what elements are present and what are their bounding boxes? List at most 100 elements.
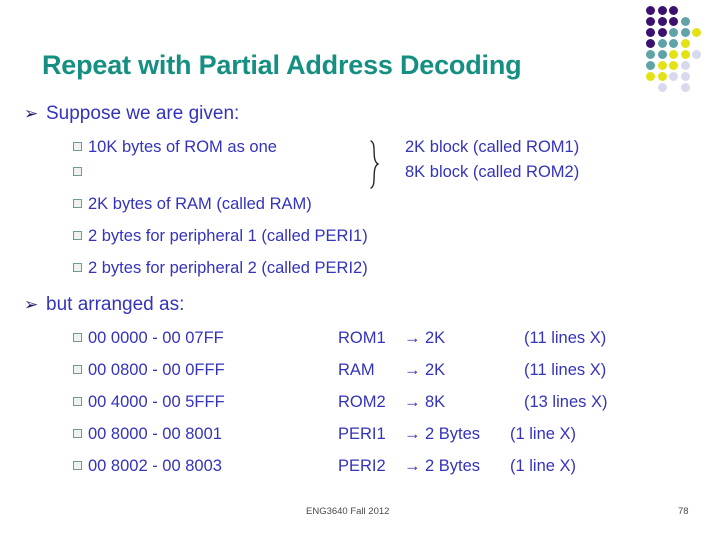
square-bullet-icon	[73, 365, 82, 374]
device-name: ROM1	[338, 329, 386, 347]
arrow-icon: →	[404, 393, 421, 411]
decorative-dot	[646, 72, 655, 81]
decorative-dot	[657, 72, 667, 81]
decorative-dot	[680, 72, 690, 81]
decorative-dot	[669, 6, 679, 15]
square-bullet-icon	[73, 199, 82, 208]
decorative-dot	[646, 17, 655, 26]
decorative-dot	[669, 50, 679, 59]
decorative-dot	[646, 61, 655, 70]
decorative-dot	[657, 61, 667, 70]
list-item-label: 2K bytes of RAM (called RAM)	[88, 195, 312, 213]
decorative-dot	[669, 39, 679, 48]
spacer	[0, 415, 720, 422]
decorative-dot	[646, 39, 655, 48]
decorative-dot	[680, 83, 690, 92]
decorative-dot-grid	[646, 6, 710, 92]
decorative-dot	[657, 39, 667, 48]
spacer	[0, 185, 720, 192]
footer-page-number: 78	[678, 506, 689, 517]
square-bullet-icon	[73, 333, 82, 342]
decorative-dot	[669, 17, 679, 26]
decorative-dot	[657, 6, 667, 15]
square-bullet-icon	[73, 167, 82, 176]
decorative-dot	[680, 50, 690, 59]
device-size: 2K	[425, 361, 446, 379]
address-range: 00 8002 - 00 8003	[88, 457, 222, 475]
footer-course-label: ENG3640 Fall 2012	[306, 506, 390, 517]
device-name: PERI2	[338, 457, 386, 475]
address-lines-note: (11 lines X)	[524, 329, 607, 347]
device-size: 2 Bytes	[425, 457, 481, 475]
address-range: 00 4000 - 00 5FFF	[88, 393, 225, 411]
decorative-dot	[669, 72, 679, 81]
decorative-dot	[646, 6, 655, 15]
page-title: Repeat with Partial Address Decoding	[42, 50, 522, 80]
decorative-dot	[657, 28, 667, 37]
spacer	[0, 281, 720, 291]
rom-row-right: 2K block (called ROM1)	[405, 138, 580, 156]
decorative-dot	[680, 28, 690, 37]
list-item: 2 bytes for peripheral 1 (called PERI1)	[0, 224, 720, 249]
list-item: 2K bytes of RAM (called RAM)	[0, 192, 720, 217]
decorative-dot	[692, 28, 702, 37]
list-item: 2 bytes for peripheral 2 (called PERI2)	[0, 256, 720, 281]
table-row: 00 0800 - 00 0FFF RAM → 2K (11 lines X)	[0, 358, 720, 383]
spacer	[0, 217, 720, 224]
address-lines-note: (11 lines X)	[524, 361, 607, 379]
device-name: RAM	[338, 361, 375, 379]
decorative-dot	[657, 17, 667, 26]
arrow-bullet-icon: ➢	[24, 104, 39, 123]
decorative-dot	[669, 28, 679, 37]
address-lines-note: (1 line X)	[510, 425, 577, 443]
address-range: 00 8000 - 00 8001	[88, 425, 222, 443]
square-bullet-icon	[73, 429, 82, 438]
bullet-given-heading-label: Suppose we are given:	[46, 103, 240, 124]
square-bullet-icon	[73, 231, 82, 240]
device-name: PERI1	[338, 425, 386, 443]
device-size: 2 Bytes	[425, 425, 481, 443]
decorative-dot	[692, 50, 702, 59]
slide-body: ➢ Suppose we are given: 10K bytes of ROM…	[0, 100, 720, 479]
arrow-icon: →	[404, 329, 421, 347]
list-item: 10K bytes of ROM as one 2K block (called…	[0, 135, 720, 160]
table-row: 00 8002 - 00 8003 PERI2 → 2 Bytes (1 lin…	[0, 454, 720, 479]
bullet-arranged-heading-label: but arranged as:	[46, 294, 185, 315]
arrow-bullet-icon: ➢	[24, 295, 39, 314]
list-item-label: 2 bytes for peripheral 1 (called PERI1)	[88, 227, 368, 245]
spacer	[0, 128, 720, 135]
rom-row-right: 8K block (called ROM2)	[405, 163, 580, 181]
table-row: 00 0000 - 00 07FF ROM1 → 2K (11 lines X)	[0, 326, 720, 351]
address-lines-note: (1 line X)	[510, 457, 577, 475]
arrow-icon: →	[404, 457, 421, 475]
decorative-dot	[680, 61, 690, 70]
spacer	[0, 351, 720, 358]
address-range: 00 0000 - 00 07FF	[88, 329, 224, 347]
decorative-dot	[680, 17, 690, 26]
square-bullet-icon	[73, 142, 82, 151]
bullet-given-heading: ➢ Suppose we are given:	[0, 100, 720, 128]
square-bullet-icon	[73, 263, 82, 272]
decorative-dot	[646, 50, 655, 59]
device-size: 8K	[425, 393, 446, 411]
spacer	[0, 383, 720, 390]
table-row: 00 8000 - 00 8001 PERI1 → 2 Bytes (1 lin…	[0, 422, 720, 447]
square-bullet-icon	[73, 397, 82, 406]
decorative-dot	[646, 28, 655, 37]
decorative-dot	[669, 61, 679, 70]
square-bullet-icon	[73, 461, 82, 470]
rom-row-left: 10K bytes of ROM as one	[88, 138, 277, 156]
spacer	[0, 447, 720, 454]
arrow-icon: →	[404, 425, 421, 443]
decorative-dot	[657, 50, 667, 59]
bullet-arranged-heading: ➢ but arranged as:	[0, 291, 720, 319]
list-item-label: 2 bytes for peripheral 2 (called PERI2)	[88, 259, 368, 277]
list-item: 8K block (called ROM2)	[0, 160, 720, 185]
device-size: 2K	[425, 329, 446, 347]
decorative-dot	[680, 39, 690, 48]
arrow-icon: →	[404, 361, 421, 379]
address-range: 00 0800 - 00 0FFF	[88, 361, 225, 379]
curly-brace-icon	[367, 140, 389, 190]
address-lines-note: (13 lines X)	[524, 393, 608, 411]
